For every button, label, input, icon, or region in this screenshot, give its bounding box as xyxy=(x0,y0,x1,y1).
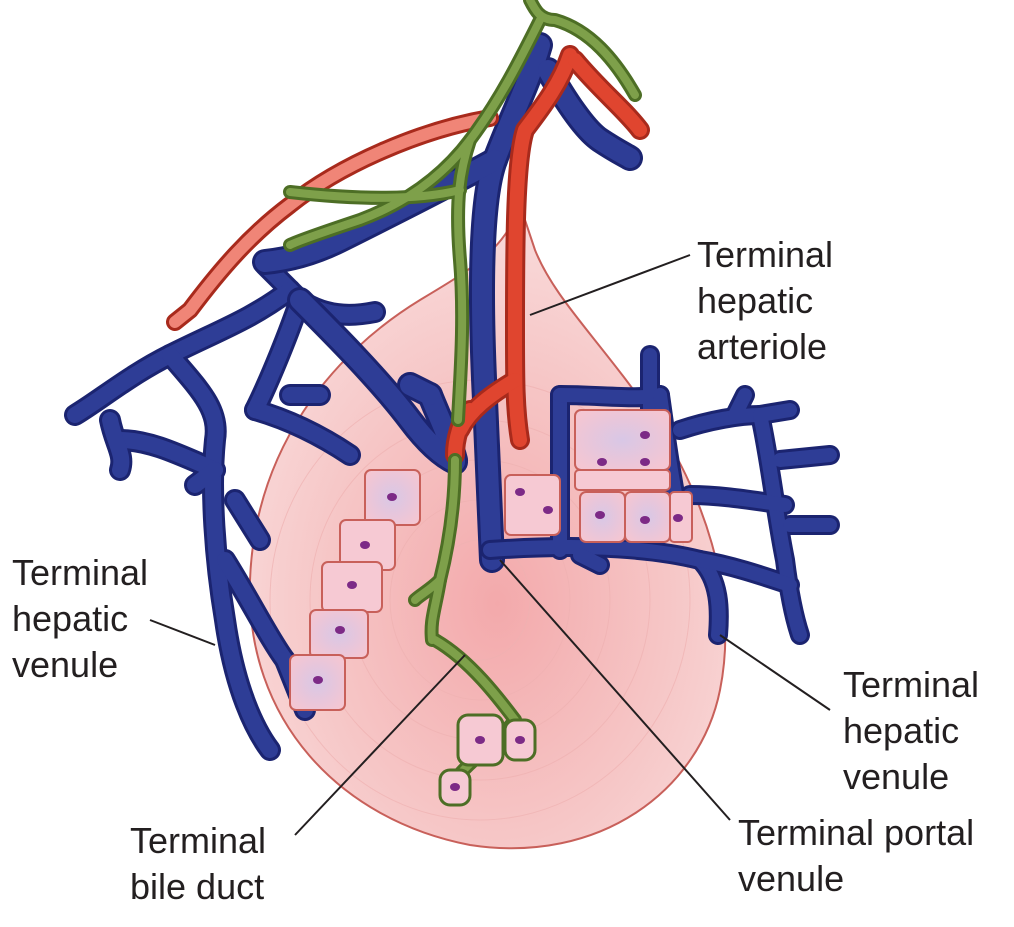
label-line: bile duct xyxy=(130,866,265,907)
label-line: Terminal xyxy=(12,552,149,593)
leader-line-arteriole xyxy=(529,254,691,316)
label-line: venule xyxy=(843,756,950,797)
leader-line-venule-left xyxy=(149,619,216,646)
terminal-hepatic-venule-right-network xyxy=(480,345,840,645)
leader-lines xyxy=(149,254,831,836)
terminal-hepatic-arteriole xyxy=(166,45,650,465)
label-line: hepatic xyxy=(697,280,814,321)
label-terminal-hepatic-arteriole: Terminal hepatic arteriole xyxy=(697,232,833,370)
hepatocyte-plate-left xyxy=(289,469,421,711)
label-line: Terminal xyxy=(130,820,267,861)
terminal-hepatic-venule-left-network xyxy=(64,254,386,761)
label-line: venule xyxy=(738,858,845,899)
label-terminal-bile-duct: Terminal bile duct xyxy=(130,818,266,910)
label-terminal-hepatic-venule-right: Terminal hepatic venule xyxy=(843,662,979,800)
terminal-bile-duct xyxy=(283,0,642,787)
cell-nuclei xyxy=(313,431,683,791)
leader-line-portal xyxy=(499,559,731,821)
label-line: hepatic xyxy=(843,710,960,751)
label-line: hepatic xyxy=(12,598,129,639)
label-line: venule xyxy=(12,644,119,685)
label-line: arteriole xyxy=(697,326,828,367)
label-line: Terminal xyxy=(843,664,980,705)
label-line: Terminal xyxy=(697,234,834,275)
label-line: Terminal portal xyxy=(738,812,975,853)
label-terminal-portal-venule: Terminal portal venule xyxy=(738,810,974,902)
terminal-portal-venule-trunk xyxy=(252,32,643,573)
leader-line-bile xyxy=(294,654,466,836)
leader-line-venule-right xyxy=(719,634,831,711)
label-terminal-hepatic-venule-left: Terminal hepatic venule xyxy=(12,550,148,688)
